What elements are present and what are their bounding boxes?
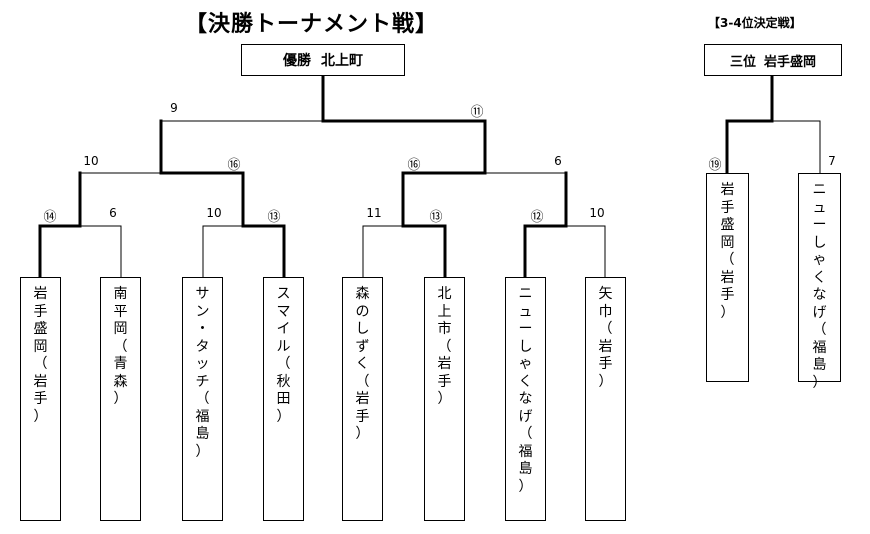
champion-label: 優勝 [283, 53, 311, 69]
team-name: 南平岡（青森） [113, 286, 128, 407]
third-place-team: 岩手盛岡 [764, 54, 817, 70]
bracket-line [401, 171, 447, 279]
bracket-line [38, 171, 82, 279]
score: 7 [828, 154, 836, 168]
champion-box: 優勝 北上町 [241, 44, 405, 76]
score: ⑭ [43, 210, 57, 225]
score: 11 [366, 206, 382, 220]
score: ⑫ [530, 210, 544, 225]
bracket-line [362, 225, 404, 278]
team-box: 北上市（岩手） [424, 277, 465, 521]
page-title: 【決勝トーナメント戦】 [185, 12, 439, 37]
score: ⑯ [407, 158, 421, 173]
team-name: 岩手盛岡（岩手） [33, 286, 48, 425]
team-box: ニューしゃくなげ（福島） [798, 173, 841, 391]
bracket-line [523, 171, 568, 279]
bracket-line [401, 119, 487, 175]
bracket-line [159, 119, 245, 175]
team-box: 岩手盛岡（岩手） [706, 173, 749, 382]
team-box: 矢巾（岩手） [585, 277, 626, 521]
team-name: ニューしゃくなげ（福島） [518, 286, 533, 495]
team-box: 森のしずく（岩手） [342, 277, 383, 521]
bracket-line [565, 225, 606, 278]
team-box: ニューしゃくなげ（福島） [505, 277, 546, 521]
bracket-line [321, 74, 487, 123]
team-name: スマイル（秋田） [276, 286, 291, 425]
score: 10 [206, 206, 222, 220]
bracket-line [241, 171, 286, 279]
team-box: サン・タッチ（福島） [182, 277, 223, 521]
team-name: 矢巾（岩手） [598, 286, 613, 390]
third-place-title: 【3-4位決定戦】 [708, 16, 802, 30]
team-name: 岩手盛岡（岩手） [720, 182, 735, 321]
team-name: 北上市（岩手） [437, 286, 452, 407]
bracket-line [202, 225, 244, 278]
score: ⑲ [708, 158, 722, 173]
score: ⑪ [470, 105, 484, 120]
score: 10 [83, 154, 99, 168]
score: 10 [589, 206, 605, 220]
score: ⑬ [267, 210, 281, 225]
score: ⑯ [227, 158, 241, 173]
team-name: ニューしゃくなげ（福島） [812, 182, 827, 391]
third-place-box: 三位 岩手盛岡 [704, 44, 842, 76]
champion-team: 北上町 [321, 53, 363, 69]
team-box: 南平岡（青森） [100, 277, 141, 521]
team-box: スマイル（秋田） [263, 277, 304, 521]
team-name: 森のしずく（岩手） [355, 286, 370, 442]
team-box: 岩手盛岡（岩手） [20, 277, 61, 521]
score: 9 [170, 101, 178, 115]
team-name: サン・タッチ（福島） [195, 286, 210, 460]
score: ⑬ [429, 210, 443, 225]
bracket-line [771, 120, 821, 174]
bracket-line [725, 74, 774, 175]
third-place-label: 三位 [729, 54, 756, 70]
bracket-line [79, 225, 122, 278]
score: 6 [109, 206, 117, 220]
score: 6 [554, 154, 562, 168]
